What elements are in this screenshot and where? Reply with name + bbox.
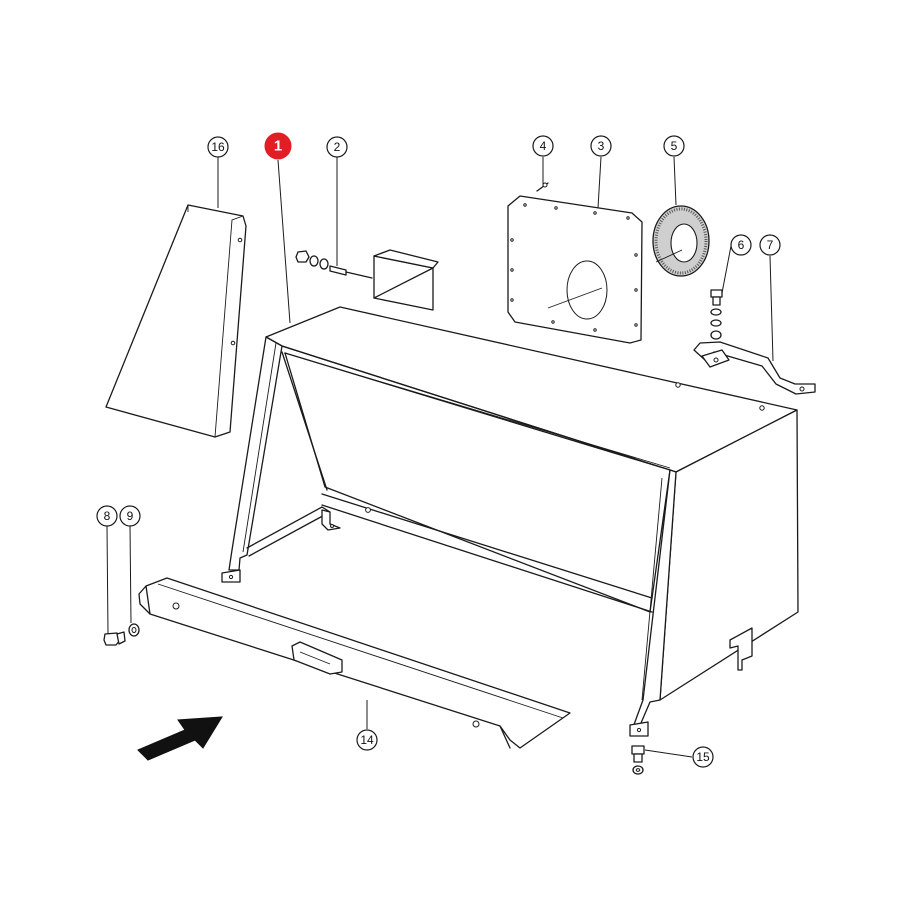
side-panel-part-16 xyxy=(105,204,247,438)
leader-lines xyxy=(106,156,774,758)
callout-label: 1 xyxy=(274,138,282,155)
callout-label: 8 xyxy=(104,509,111,523)
callout-label: 9 xyxy=(127,509,134,523)
main-housing-part-1 xyxy=(221,249,799,737)
callout-label: 5 xyxy=(671,139,678,153)
callout-label: 2 xyxy=(334,140,341,154)
seal-ring-part-5 xyxy=(652,205,710,277)
callout-label: 7 xyxy=(767,238,774,252)
direction-arrow-icon xyxy=(137,716,223,761)
callout-label: 6 xyxy=(738,238,745,252)
callout-8[interactable]: 8 xyxy=(96,505,118,527)
bolt-part-8 xyxy=(103,631,126,646)
callout-3[interactable]: 3 xyxy=(590,135,612,157)
callout-7[interactable]: 7 xyxy=(759,234,781,256)
callout-2[interactable]: 2 xyxy=(326,136,348,158)
callout-label: 4 xyxy=(540,139,547,153)
callout-14[interactable]: 14 xyxy=(356,729,378,751)
callout-5[interactable]: 5 xyxy=(663,135,685,157)
front-trim-part-14 xyxy=(138,577,571,749)
cover-plate-part-3 xyxy=(507,195,643,344)
callout-16[interactable]: 16 xyxy=(207,136,229,158)
washer-part-9 xyxy=(128,623,140,637)
callout-1-highlighted[interactable]: 1 xyxy=(264,132,292,160)
callout-label: 15 xyxy=(696,750,710,764)
screw-set-part-2 xyxy=(295,250,373,279)
bolt-set-part-6 xyxy=(710,289,723,340)
bolt-set-part-15 xyxy=(631,745,645,775)
handle-part-7 xyxy=(693,341,816,395)
callout-4[interactable]: 4 xyxy=(532,135,554,157)
callout-15[interactable]: 15 xyxy=(692,746,714,768)
callout-9[interactable]: 9 xyxy=(119,505,141,527)
callout-label: 16 xyxy=(211,140,225,154)
callout-label: 14 xyxy=(360,733,374,747)
callout-6[interactable]: 6 xyxy=(730,234,752,256)
callout-label: 3 xyxy=(598,139,605,153)
